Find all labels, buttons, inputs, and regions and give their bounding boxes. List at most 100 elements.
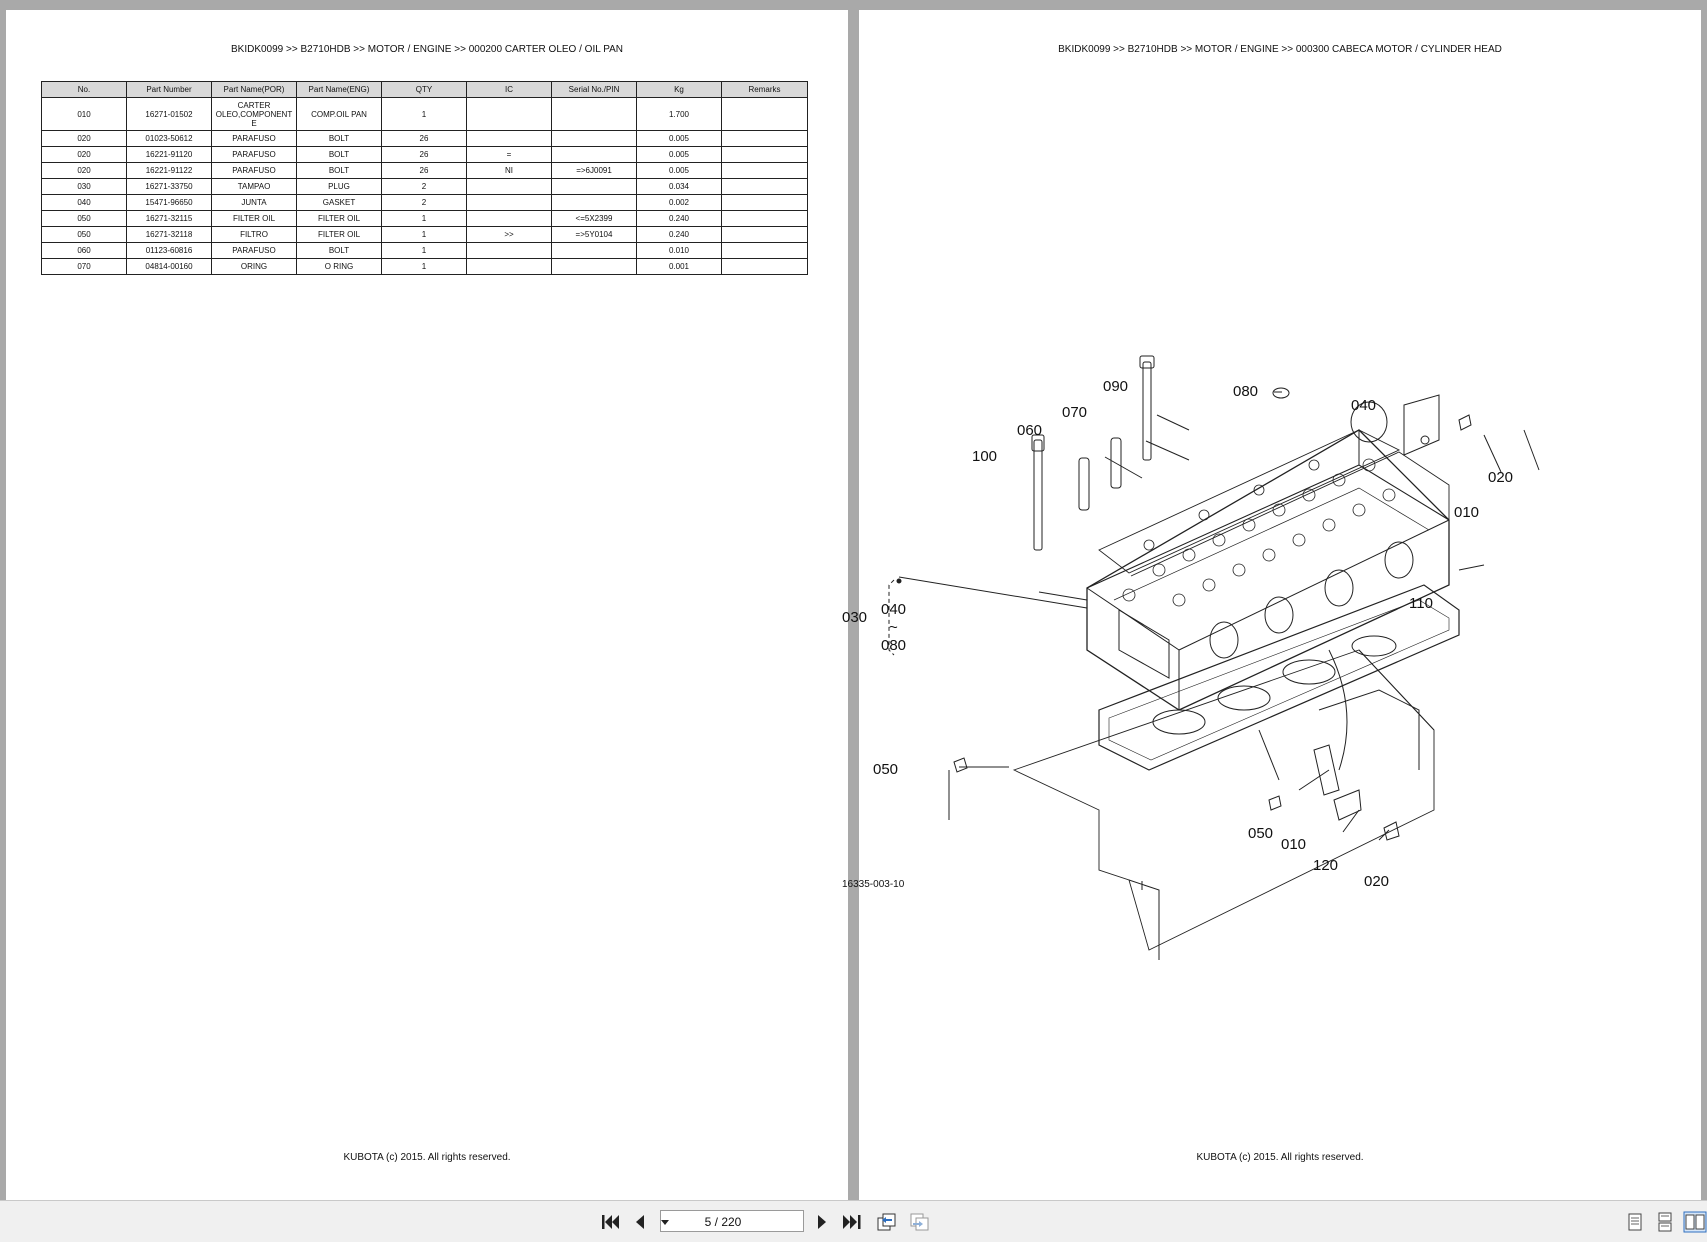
table-cell: 050 <box>41 210 127 227</box>
column-header: Kg <box>636 81 722 98</box>
table-cell: 020 <box>41 162 127 179</box>
label-010-right: 010 <box>1454 504 1479 521</box>
table-cell: BOLT <box>296 130 382 147</box>
label-080-top: 080 <box>1233 383 1258 400</box>
table-cell <box>466 258 552 275</box>
table-cell: <=5X2399 <box>551 210 637 227</box>
facing-pages-view-icon <box>1683 1211 1707 1233</box>
table-cell <box>721 178 808 195</box>
label-070: 070 <box>1062 404 1087 421</box>
table-cell: COMP.OIL PAN <box>296 97 382 131</box>
table-cell: 2 <box>381 194 467 211</box>
last-page-button[interactable] <box>840 1211 864 1233</box>
table-cell <box>466 130 552 147</box>
table-cell <box>551 178 637 195</box>
table-cell: 020 <box>41 146 127 163</box>
table-cell: BOLT <box>296 162 382 179</box>
label-100: 100 <box>972 448 997 465</box>
table-cell <box>551 130 637 147</box>
left-page: BKIDK0099 >> B2710HDB >> MOTOR / ENGINE … <box>6 10 848 1200</box>
cylinder-head-exploded-diagram: 090 080 040 070 060 100 020 010 110 030 … <box>842 355 1540 960</box>
label-110: 110 <box>1409 595 1433 612</box>
table-cell: 1 <box>381 258 467 275</box>
previous-page-button[interactable] <box>628 1211 652 1233</box>
single-page-view-button[interactable] <box>1623 1211 1647 1233</box>
table-cell <box>551 194 637 211</box>
last-page-icon <box>843 1215 861 1229</box>
table-cell: 1 <box>381 242 467 259</box>
table-cell <box>721 242 808 259</box>
table-cell <box>721 162 808 179</box>
column-header: Remarks <box>721 81 808 98</box>
first-page-button[interactable] <box>598 1211 622 1233</box>
label-120: 120 <box>1313 857 1338 874</box>
table-cell: 16271-32115 <box>126 210 212 227</box>
continuous-view-button[interactable] <box>1653 1211 1677 1233</box>
table-cell: 16221-91120 <box>126 146 212 163</box>
table-cell: 26 <box>381 130 467 147</box>
table-cell: PARAFUSO <box>211 146 297 163</box>
table-cell: 26 <box>381 146 467 163</box>
table-cell <box>721 146 808 163</box>
column-header: IC <box>466 81 552 98</box>
page-header-right: BKIDK0099 >> B2710HDB >> MOTOR / ENGINE … <box>1058 44 1502 55</box>
label-090: 090 <box>1103 378 1128 395</box>
page-footer-left: KUBOTA (c) 2015. All rights reserved. <box>343 1152 511 1163</box>
table-cell: 04814-00160 <box>126 258 212 275</box>
table-cell <box>721 226 808 243</box>
table-cell: CARTER OLEO,COMPONENT E <box>211 97 297 131</box>
table-cell: 01023-50612 <box>126 130 212 147</box>
table-cell: 01123-60816 <box>126 242 212 259</box>
column-header: Part Name(ENG) <box>296 81 382 98</box>
engine-block-outline <box>1012 649 1435 951</box>
table-cell: NI <box>466 162 552 179</box>
chevron-down-icon <box>661 1220 669 1225</box>
page-header-left: BKIDK0099 >> B2710HDB >> MOTOR / ENGINE … <box>230 44 624 55</box>
label-040-top: 040 <box>1351 397 1376 414</box>
table-cell <box>466 194 552 211</box>
page-indicator: 5 / 220 <box>704 1215 742 1229</box>
table-cell: 0.010 <box>636 242 722 259</box>
table-cell: 050 <box>41 226 127 243</box>
table-cell: TAMPAO <box>211 178 297 195</box>
go-back-icon <box>877 1213 896 1231</box>
table-cell: 1 <box>381 210 467 227</box>
figure-id: 16335-003-10 <box>842 879 905 890</box>
single-page-view-icon <box>1628 1213 1642 1231</box>
table-cell: =>6J0091 <box>551 162 637 179</box>
label-010-bottom: 010 <box>1281 836 1306 853</box>
table-cell: FILTRO <box>211 226 297 243</box>
table-cell: 0.005 <box>636 130 722 147</box>
table-cell <box>721 210 808 227</box>
table-cell: 26 <box>381 162 467 179</box>
table-cell: O RING <box>296 258 382 275</box>
table-cell <box>466 97 552 131</box>
facing-pages-view-button[interactable] <box>1683 1211 1707 1233</box>
table-cell: = <box>466 146 552 163</box>
go-forward-button[interactable] <box>907 1211 931 1233</box>
table-cell: 16221-91122 <box>126 162 212 179</box>
table-cell <box>466 242 552 259</box>
table-cell: 0.005 <box>636 146 722 163</box>
table-cell: FILTER OIL <box>296 226 382 243</box>
page-number-select[interactable]: 5 / 220 <box>660 1210 804 1232</box>
table-cell: 16271-33750 <box>126 178 212 195</box>
label-060: 060 <box>1017 422 1042 439</box>
next-page-button[interactable] <box>810 1211 834 1233</box>
table-cell: 1 <box>381 97 467 131</box>
table-cell: 040 <box>41 194 127 211</box>
previous-page-icon <box>636 1215 644 1229</box>
label-050-left: 050 <box>873 761 898 778</box>
go-back-button[interactable] <box>874 1211 898 1233</box>
table-cell: JUNTA <box>211 194 297 211</box>
table-cell <box>721 194 808 211</box>
column-header: Part Number <box>126 81 212 98</box>
label-040-bracket: 040 <box>881 601 906 618</box>
